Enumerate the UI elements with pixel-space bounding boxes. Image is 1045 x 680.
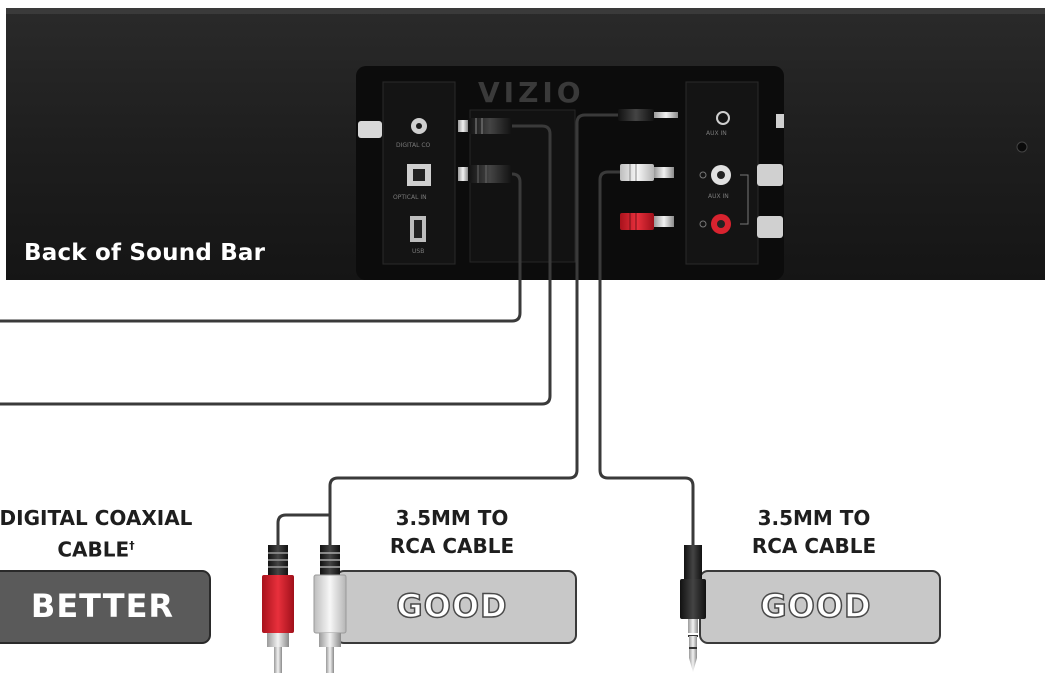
aux-rca-red-center: [717, 220, 725, 228]
panel-clip-right-1: [757, 164, 783, 186]
plug-35mm-in-panel: [618, 109, 678, 121]
cable-label-line1: DIGITAL COAXIAL: [0, 506, 193, 530]
port-label-digital-coax: DIGITAL CO: [396, 142, 431, 149]
sound-bar-top-edge: [6, 8, 1045, 14]
mount-hole: [1016, 141, 1028, 153]
rca-bracket: [740, 174, 749, 225]
sound-bar-label: Back of Sound Bar: [24, 240, 266, 266]
rating-good-2: GOOD: [760, 587, 872, 625]
cable-label-line1: 3.5MM TO: [757, 506, 871, 530]
plug-optical-in-panel: [458, 165, 512, 183]
usb-port-inner: [414, 220, 422, 238]
small-led: [699, 171, 707, 179]
port-label-optical: OPTICAL IN: [393, 194, 427, 201]
cable-label-35-rca-2: 3.5MM TO RCA CABLE: [714, 504, 914, 560]
panel-clip-right-2: [757, 216, 783, 238]
wire-aux35-to-rca: [328, 113, 620, 547]
cable-label-line2-wrap: CABLE†: [0, 532, 206, 564]
plug-coax-in-panel: [458, 118, 512, 134]
port-label-aux-35: AUX IN: [706, 130, 727, 137]
rating-good-1: GOOD: [396, 587, 508, 625]
wire-rca-red-branch: [276, 513, 332, 547]
cable-label-35-rca-1: 3.5MM TO RCA CABLE: [352, 504, 552, 560]
cable-label-line2: CABLE: [57, 537, 130, 562]
panel-clip-left: [358, 121, 382, 138]
brand-logo: VIZIO: [478, 76, 585, 109]
wires: [0, 113, 695, 547]
plug-rca-white-in-panel: [620, 164, 674, 181]
small-led-2: [699, 220, 707, 228]
panel-clip-right-3: [776, 114, 784, 128]
better-box: [0, 570, 211, 644]
plug-35mm-bottom: [680, 545, 706, 672]
cable-label-line1: 3.5MM TO: [395, 506, 509, 530]
optical-port-inner: [413, 169, 425, 181]
rating-better: BETTER: [30, 587, 175, 625]
rca-red-plug: [262, 545, 294, 673]
wire-rca-to-35: [598, 170, 695, 547]
wire-optical: [0, 172, 522, 323]
cable-label-line2: RCA CABLE: [389, 534, 515, 558]
wire-coax-plug-1: [0, 124, 552, 406]
cable-footnote-mark: †: [129, 539, 135, 552]
port-label-aux-rca: AUX IN: [708, 193, 729, 200]
panel-center-block: [469, 109, 576, 263]
cable-label-digital-coax: DIGITAL COAXIAL CABLE†: [0, 504, 206, 564]
rca-white-plug: [313, 545, 347, 673]
digital-coax-port-center: [416, 123, 422, 129]
cable-label-line2: RCA CABLE: [751, 534, 877, 558]
aux-rca-white-center: [717, 171, 725, 179]
port-label-usb: USB: [412, 248, 425, 255]
plug-rca-red-in-panel: [620, 213, 674, 230]
aux-35mm-port: [716, 111, 730, 125]
